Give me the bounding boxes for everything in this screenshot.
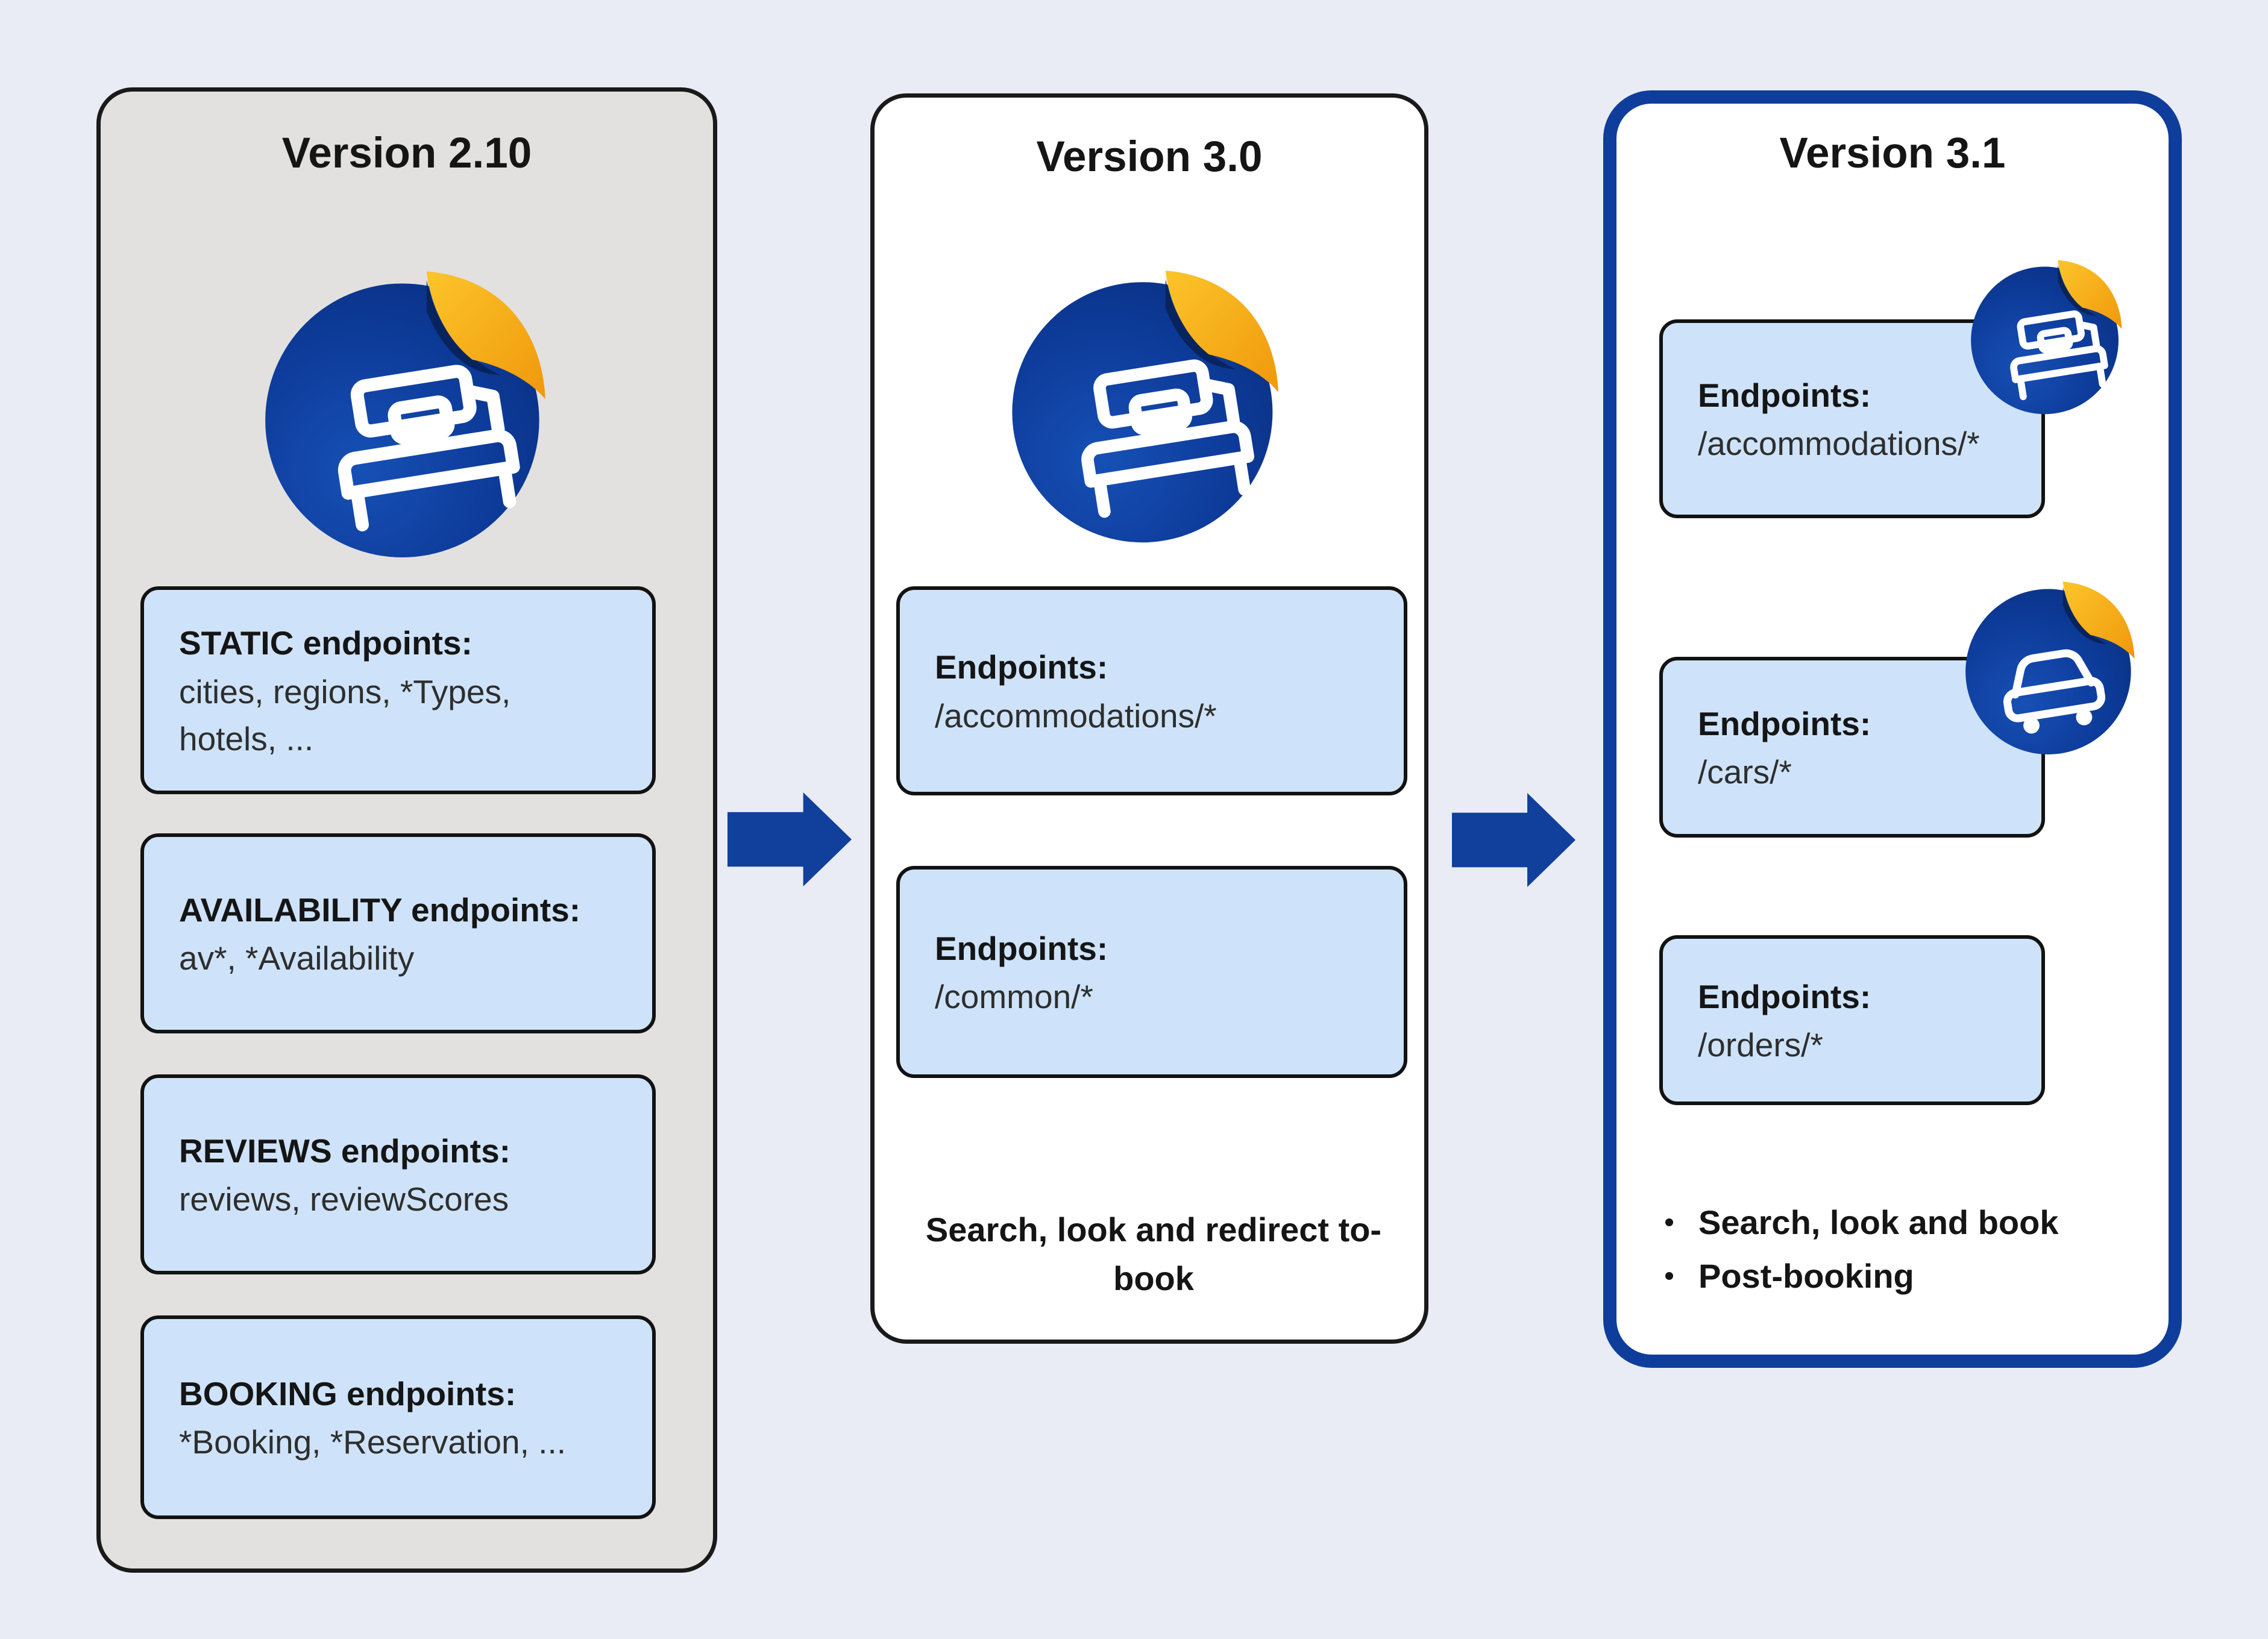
endpoint-box-heading: AVAILABILITY endpoints: (179, 891, 581, 929)
endpoint-box-orders: Endpoints: /orders/* (1659, 935, 2045, 1105)
bullet-dot-icon (1665, 1272, 1673, 1280)
bed-sticker-icon (256, 256, 561, 560)
endpoint-box-body: /accommodations/* (935, 697, 1217, 735)
panel-title-version-3-0: Version 3.0 (1036, 133, 1263, 181)
bed-sticker-icon (1004, 256, 1293, 545)
endpoint-box-cars: Endpoints: /cars/* (1659, 657, 2045, 838)
endpoint-box-accommodations: Endpoints: /accommodations/* (896, 586, 1407, 795)
endpoint-box-common: Endpoints: /common/* (896, 866, 1407, 1078)
endpoint-box-reviews: REVIEWS endpoints: reviews, reviewScores (140, 1074, 656, 1274)
endpoint-box-heading: REVIEWS endpoints: (179, 1132, 510, 1170)
endpoint-box-static: STATIC endpoints: cities, regions, *Type… (140, 586, 656, 794)
endpoint-box-heading: BOOKING endpoints: (179, 1374, 517, 1412)
bullet-item: Search, look and book (1665, 1202, 2123, 1243)
bed-sticker-icon (1966, 252, 2130, 416)
bullet-dot-icon (1665, 1218, 1673, 1227)
endpoint-box-body: /common/* (935, 978, 1093, 1016)
right-arrow-icon (727, 792, 852, 886)
panel-title-version-2-10: Version 2.10 (281, 130, 532, 177)
right-arrow-icon (1452, 793, 1575, 887)
endpoint-box-body: /orders/* (1698, 1026, 1823, 1064)
endpoint-box-heading: STATIC endpoints: (179, 624, 473, 662)
endpoint-box-heading: Endpoints: (1698, 376, 1871, 414)
bullet-item: Post-booking (1665, 1256, 2123, 1296)
endpoint-box-booking: BOOKING endpoints: *Booking, *Reservatio… (140, 1315, 656, 1519)
v31-bullet-list: Search, look and book Post-booking (1665, 1202, 2123, 1296)
endpoint-box-body: /accommodations/* (1698, 425, 1980, 463)
endpoint-box-heading: Endpoints: (1698, 704, 1871, 742)
endpoint-box-heading: Endpoints: (935, 648, 1108, 686)
v30-caption: Search, look and redirect to- book (925, 1211, 1382, 1298)
car-sticker-icon (1960, 572, 2144, 756)
panel-title-version-3-1: Version 3.1 (1779, 130, 2006, 177)
endpoint-box-body: /cars/* (1698, 753, 1792, 791)
endpoint-box-availability: AVAILABILITY endpoints: av*, *Availabili… (140, 833, 656, 1033)
bullet-label: Post-booking (1698, 1257, 1914, 1296)
endpoint-box-body: *Booking, *Reservation, ... (179, 1423, 567, 1461)
endpoint-box-heading: Endpoints: (1698, 977, 1871, 1015)
endpoint-box-body: cities, regions, *Types, hotels, ... (179, 672, 511, 757)
endpoint-box-heading: Endpoints: (935, 929, 1108, 967)
endpoint-box-body: reviews, reviewScores (179, 1180, 509, 1218)
bullet-label: Search, look and book (1698, 1203, 2059, 1241)
endpoint-box-body: av*, *Availability (179, 939, 415, 977)
